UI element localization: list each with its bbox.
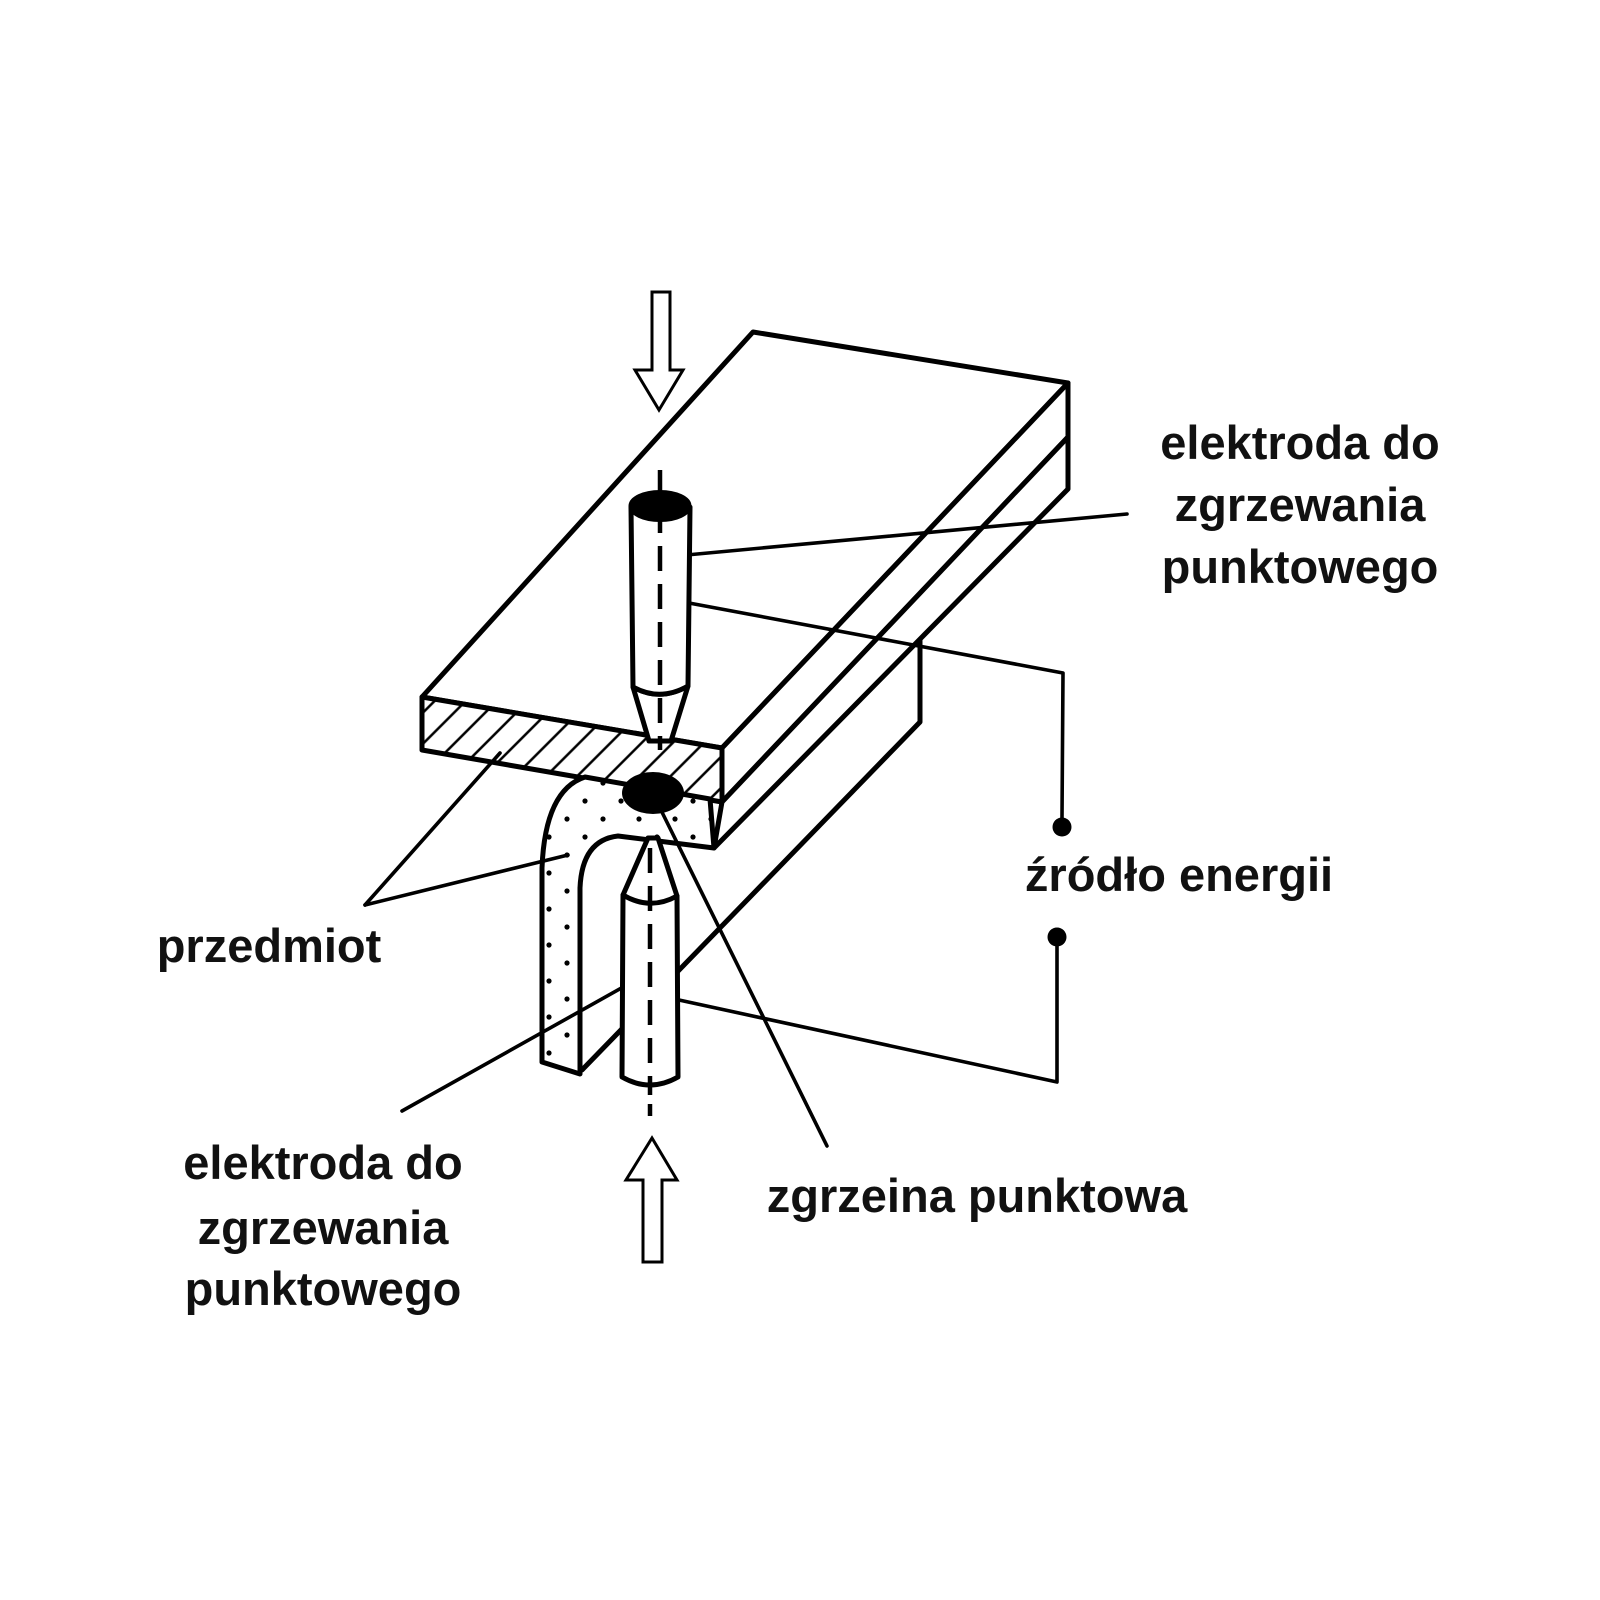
label-top-electrode-line1: elektroda do bbox=[1160, 416, 1439, 469]
leader-bottom-electrode-label bbox=[400, 970, 652, 1113]
bottom-sheet-bent-flange-stippled bbox=[539, 774, 717, 1077]
label-bottom-electrode-line1: elektroda do bbox=[183, 1136, 462, 1189]
terminal-dot-top-icon bbox=[1052, 817, 1072, 837]
force-down-arrow-icon bbox=[632, 290, 686, 413]
bottom-electrode bbox=[619, 835, 681, 1116]
terminal-dot-bottom-icon bbox=[1047, 927, 1067, 947]
label-bottom-electrode: elektroda do zgrzewania punktowego bbox=[183, 1136, 462, 1315]
leader-workpiece-bent-sheet bbox=[363, 853, 570, 907]
label-bottom-electrode-line2: zgrzewania bbox=[198, 1201, 450, 1254]
label-bottom-electrode-line3: punktowego bbox=[185, 1262, 462, 1315]
wire-top-electrode-to-source bbox=[687, 601, 1065, 820]
leader-spot-weld-label bbox=[653, 796, 829, 1148]
label-top-electrode-line3: punktowego bbox=[1162, 540, 1439, 593]
leader-lines bbox=[363, 512, 1129, 1148]
bent-flange-back-edge bbox=[579, 637, 923, 1073]
leader-workpiece-top-sheet bbox=[363, 751, 502, 907]
label-energy-source: źródło energii bbox=[1025, 848, 1333, 901]
label-workpiece: przedmiot bbox=[157, 919, 382, 972]
force-up-arrow-icon bbox=[623, 1135, 680, 1264]
leader-top-electrode-label bbox=[663, 512, 1129, 559]
label-top-electrode-line2: zgrzewania bbox=[1175, 478, 1427, 531]
label-spot-weld: zgrzeina punktowa bbox=[767, 1169, 1188, 1222]
wire-bottom-electrode-to-source bbox=[677, 943, 1059, 1084]
workpiece-sheets bbox=[419, 329, 1071, 1077]
circuit-wires bbox=[677, 601, 1065, 1084]
label-top-electrode: elektroda do zgrzewania punktowego bbox=[1160, 416, 1439, 593]
weld-nugget bbox=[622, 772, 684, 814]
top-electrode bbox=[628, 470, 693, 750]
